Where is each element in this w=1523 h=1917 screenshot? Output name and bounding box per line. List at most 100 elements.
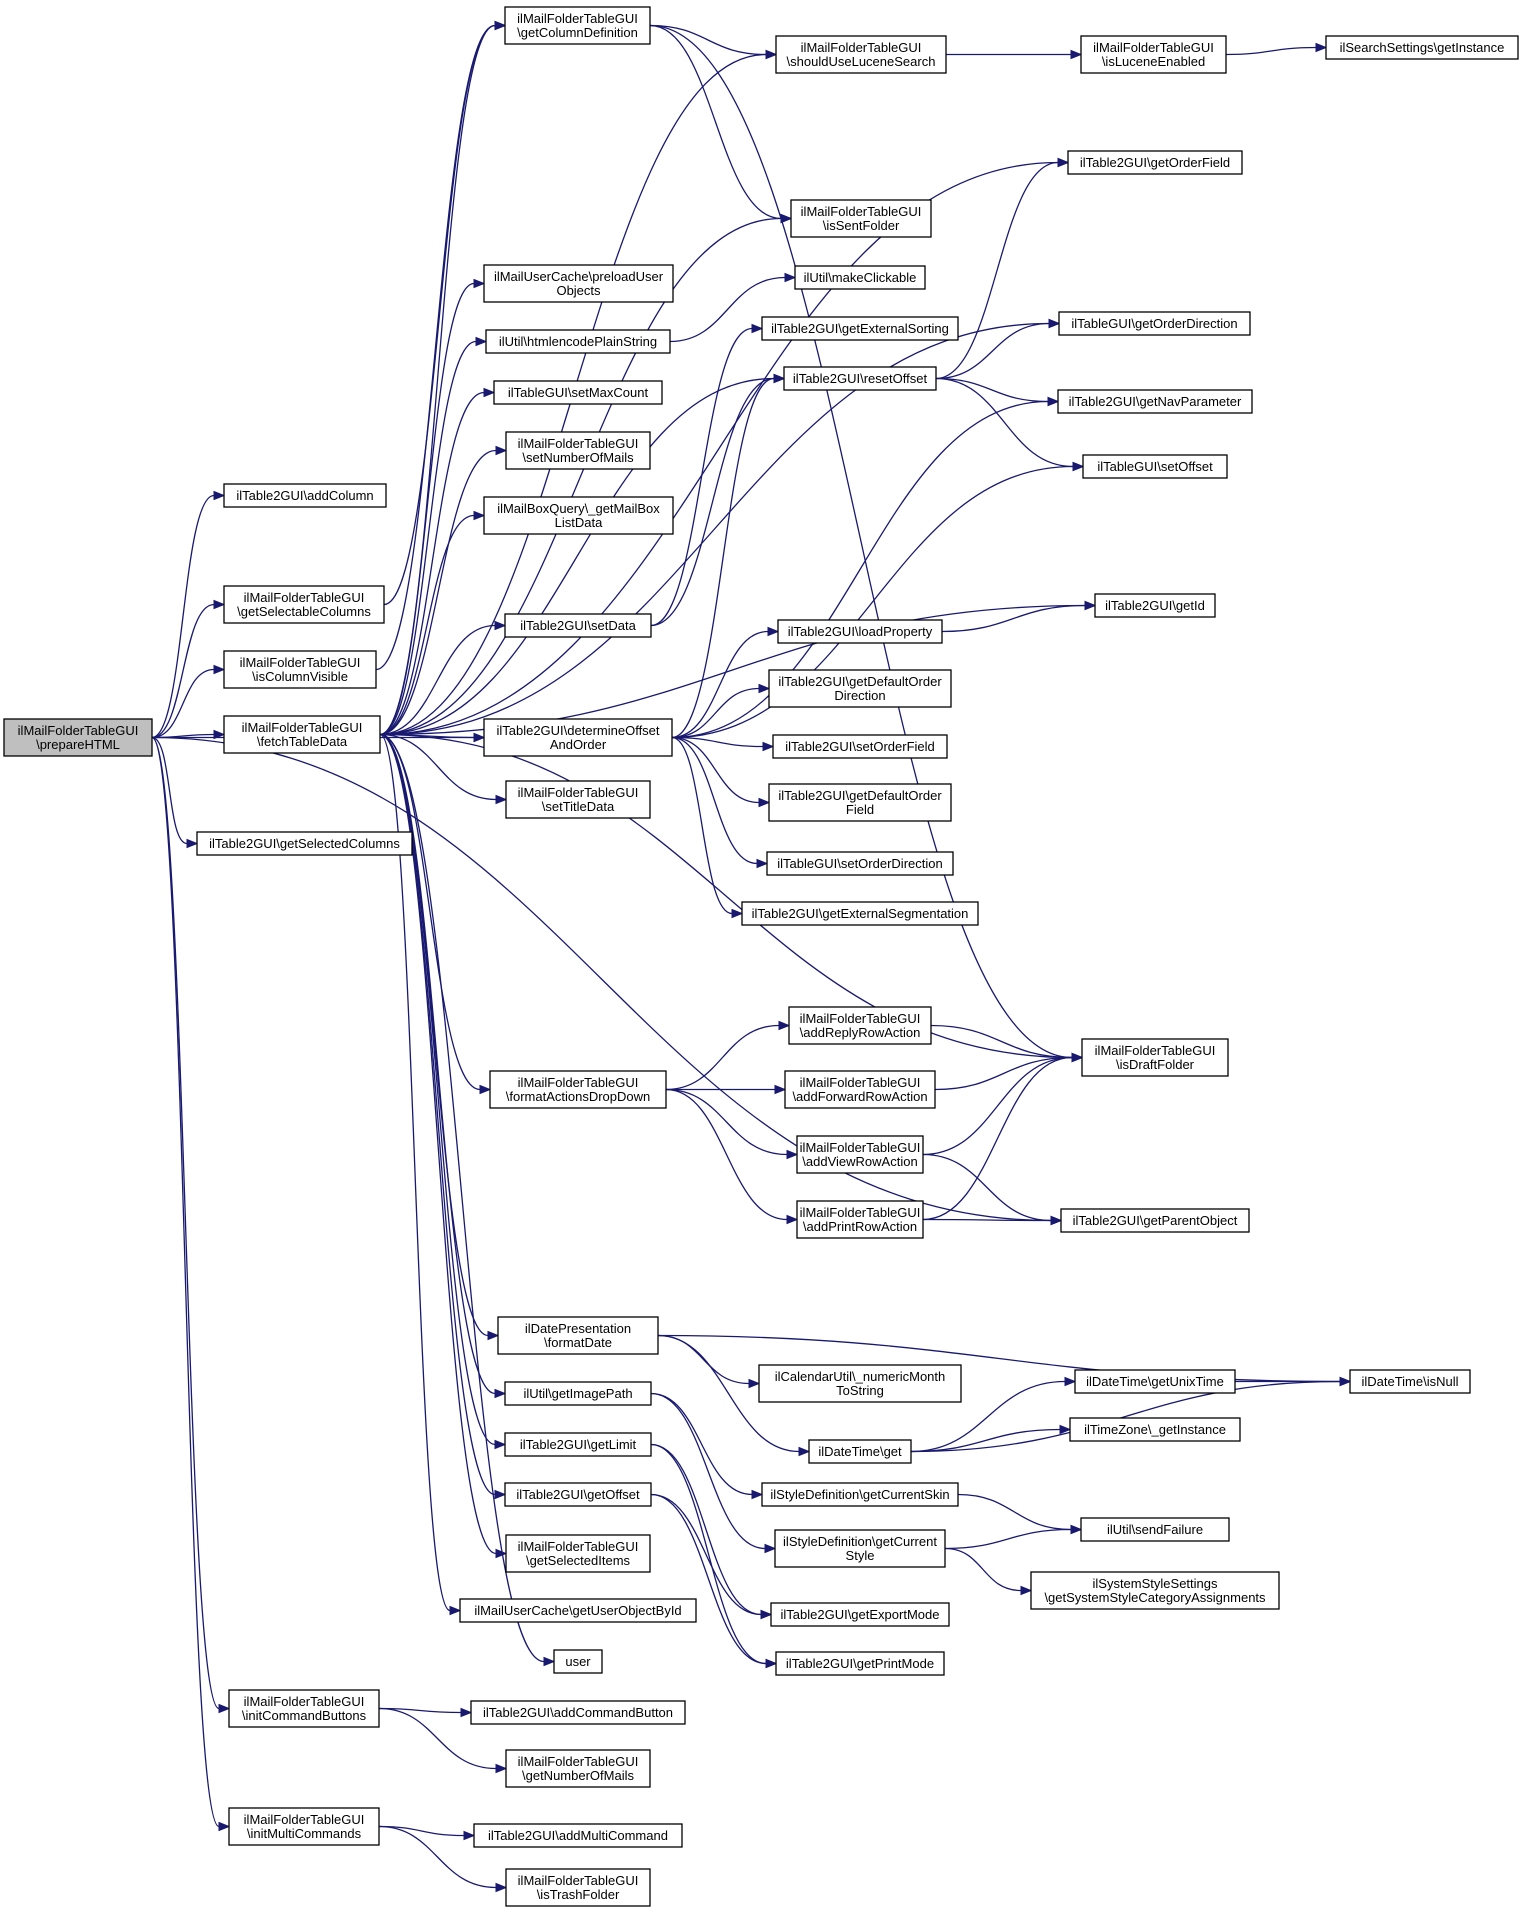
function-node[interactable]: ilTable2GUI\getExportMode — [770, 1602, 950, 1627]
function-node[interactable]: ilUtil\sendFailure — [1080, 1517, 1230, 1542]
node-box — [1057, 389, 1253, 414]
root-function-node[interactable]: ilMailFolderTableGUI\prepareHTML — [3, 718, 153, 757]
function-node[interactable]: ilMailFolderTableGUI\getSelectableColumn… — [223, 585, 385, 624]
node-label: ilMailFolderTableGUI — [517, 11, 638, 26]
arrowhead — [764, 1543, 777, 1554]
call-edge — [657, 1334, 761, 1389]
function-node[interactable]: ilMailFolderTableGUI\addPrintRowAction — [796, 1200, 924, 1239]
function-node[interactable]: ilTableGUI\getOrderDirection — [1058, 311, 1251, 336]
call-edge — [944, 1547, 1033, 1596]
function-node[interactable]: ilTableGUI\setOffset — [1082, 454, 1228, 479]
node-label: \getSelectableColumns — [237, 604, 371, 619]
function-node[interactable]: ilDateTime\get — [808, 1439, 912, 1464]
node-box — [1030, 1571, 1280, 1610]
function-node[interactable]: ilTable2GUI\getExternalSegmentation — [741, 901, 979, 926]
function-node[interactable]: ilTableGUI\setOrderDirection — [766, 851, 954, 876]
function-node[interactable]: ilTable2GUI\loadProperty — [777, 619, 943, 644]
node-label: ilMailFolderTableGUI — [800, 1205, 921, 1220]
function-node[interactable]: ilDateTime\isNull — [1349, 1369, 1471, 1394]
function-node[interactable]: ilMailFolderTableGUI\isDraftFolder — [1081, 1038, 1229, 1077]
node-box — [1081, 1038, 1229, 1077]
function-node[interactable]: ilMailFolderTableGUI\shouldUseLuceneSear… — [775, 35, 947, 74]
node-label: ilMailUserCache\preloadUser — [494, 269, 664, 284]
function-node[interactable]: ilMailFolderTableGUI\setTitleData — [505, 780, 651, 819]
function-node[interactable]: ilTable2GUI\addCommandButton — [470, 1700, 686, 1725]
arrowhead — [773, 373, 786, 384]
node-label: ilTable2GUI\resetOffset — [793, 371, 928, 386]
function-node[interactable]: ilTable2GUI\setData — [504, 613, 652, 638]
function-node[interactable]: ilTable2GUI\getExternalSorting — [761, 316, 959, 341]
function-node[interactable]: ilDatePresentation\formatDate — [497, 1316, 659, 1355]
call-edge — [379, 620, 507, 736]
function-node[interactable]: ilTable2GUI\getId — [1094, 593, 1216, 618]
function-node[interactable]: ilMailFolderTableGUI\addReplyRowAction — [788, 1006, 932, 1045]
function-node[interactable]: ilUtil\makeClickable — [794, 265, 926, 290]
function-node[interactable]: ilTable2GUI\getPrintMode — [775, 1651, 945, 1676]
node-label: \initCommandButtons — [242, 1708, 367, 1723]
node-label: ilMailBoxQuery\_getMailBox — [497, 501, 660, 516]
function-node[interactable]: ilDateTime\getUnixTime — [1074, 1369, 1236, 1394]
edge-line — [671, 630, 769, 739]
function-node[interactable]: ilTable2GUI\getNavParameter — [1057, 389, 1253, 414]
call-edge — [944, 1524, 1083, 1550]
node-label: ilMailFolderTableGUI — [244, 1812, 365, 1827]
arrowhead — [1339, 1376, 1352, 1387]
function-node[interactable]: ilTableGUI\setMaxCount — [493, 380, 663, 405]
call-edge — [379, 733, 507, 1399]
node-box — [1325, 35, 1519, 60]
call-edge — [657, 1334, 811, 1457]
function-node[interactable]: ilMailFolderTableGUI\addViewRowAction — [796, 1135, 924, 1174]
edge-line — [935, 377, 1074, 468]
call-edge — [378, 1707, 473, 1718]
function-node[interactable]: user — [553, 1649, 603, 1674]
function-node[interactable]: ilTable2GUI\getOrderField — [1067, 150, 1243, 175]
function-node[interactable]: ilMailFolderTableGUI\formatActionsDropDo… — [489, 1070, 667, 1109]
function-node[interactable]: ilTable2GUI\resetOffset — [783, 366, 937, 391]
function-node[interactable]: ilTable2GUI\addMultiCommand — [473, 1823, 683, 1848]
function-node[interactable]: ilUtil\htmlencodePlainString — [485, 329, 671, 354]
node-box — [741, 901, 979, 926]
function-node[interactable]: ilSystemStyleSettings\getSystemStyleCate… — [1030, 1571, 1280, 1610]
edge-line — [650, 327, 753, 627]
node-label: ListData — [555, 515, 603, 530]
function-node[interactable]: ilMailFolderTableGUI\isSentFolder — [790, 199, 932, 238]
function-node[interactable]: ilUtil\getImagePath — [504, 1381, 652, 1406]
node-label: ilUtil\htmlencodePlainString — [499, 334, 657, 349]
node-box — [766, 851, 954, 876]
function-node[interactable]: ilTable2GUI\getParentObject — [1060, 1208, 1250, 1233]
function-node[interactable]: ilMailFolderTableGUI\initMultiCommands — [228, 1807, 380, 1846]
function-node[interactable]: ilTable2GUI\getLimit — [504, 1432, 652, 1457]
function-node[interactable]: ilTable2GUI\setOrderField — [772, 734, 948, 759]
function-node[interactable]: ilMailFolderTableGUI\initCommandButtons — [228, 1689, 380, 1728]
edge-line — [671, 736, 760, 804]
function-node[interactable]: ilMailFolderTableGUI\getNumberOfMails — [505, 1749, 651, 1788]
function-node[interactable]: ilTimeZone\_getInstance — [1069, 1417, 1241, 1442]
node-label: \addViewRowAction — [802, 1154, 917, 1169]
function-node[interactable]: ilMailFolderTableGUI\isTrashFolder — [505, 1868, 651, 1907]
function-node[interactable]: ilMailFolderTableGUI\isColumnVisible — [223, 650, 377, 689]
function-node[interactable]: ilMailFolderTableGUI\getSelectedItems — [505, 1534, 651, 1573]
function-node[interactable]: ilMailFolderTableGUI\setNumberOfMails — [505, 431, 651, 470]
arrowhead — [778, 1020, 791, 1031]
function-node[interactable]: ilMailFolderTableGUI\addForwardRowAction — [784, 1070, 936, 1109]
function-node[interactable]: ilMailFolderTableGUI\getColumnDefinition — [504, 6, 651, 45]
function-node[interactable]: ilSearchSettings\getInstance — [1325, 35, 1519, 60]
node-box — [796, 1200, 924, 1239]
function-node[interactable]: ilStyleDefinition\getCurrentSkin — [761, 1482, 959, 1507]
node-box — [505, 1749, 651, 1788]
call-edge — [671, 683, 771, 739]
function-node[interactable]: ilMailFolderTableGUI\isLuceneEnabled — [1080, 35, 1227, 74]
node-box — [777, 619, 943, 644]
function-node[interactable]: ilTable2GUI\addColumn — [223, 483, 387, 508]
function-node[interactable]: ilTable2GUI\getSelectedColumns — [196, 831, 413, 856]
function-node[interactable]: ilMailUserCache\getUserObjectById — [459, 1598, 697, 1623]
function-node[interactable]: ilTable2GUI\getOffset — [504, 1482, 652, 1507]
function-node[interactable]: ilMailFolderTableGUI\fetchTableData — [223, 715, 381, 754]
